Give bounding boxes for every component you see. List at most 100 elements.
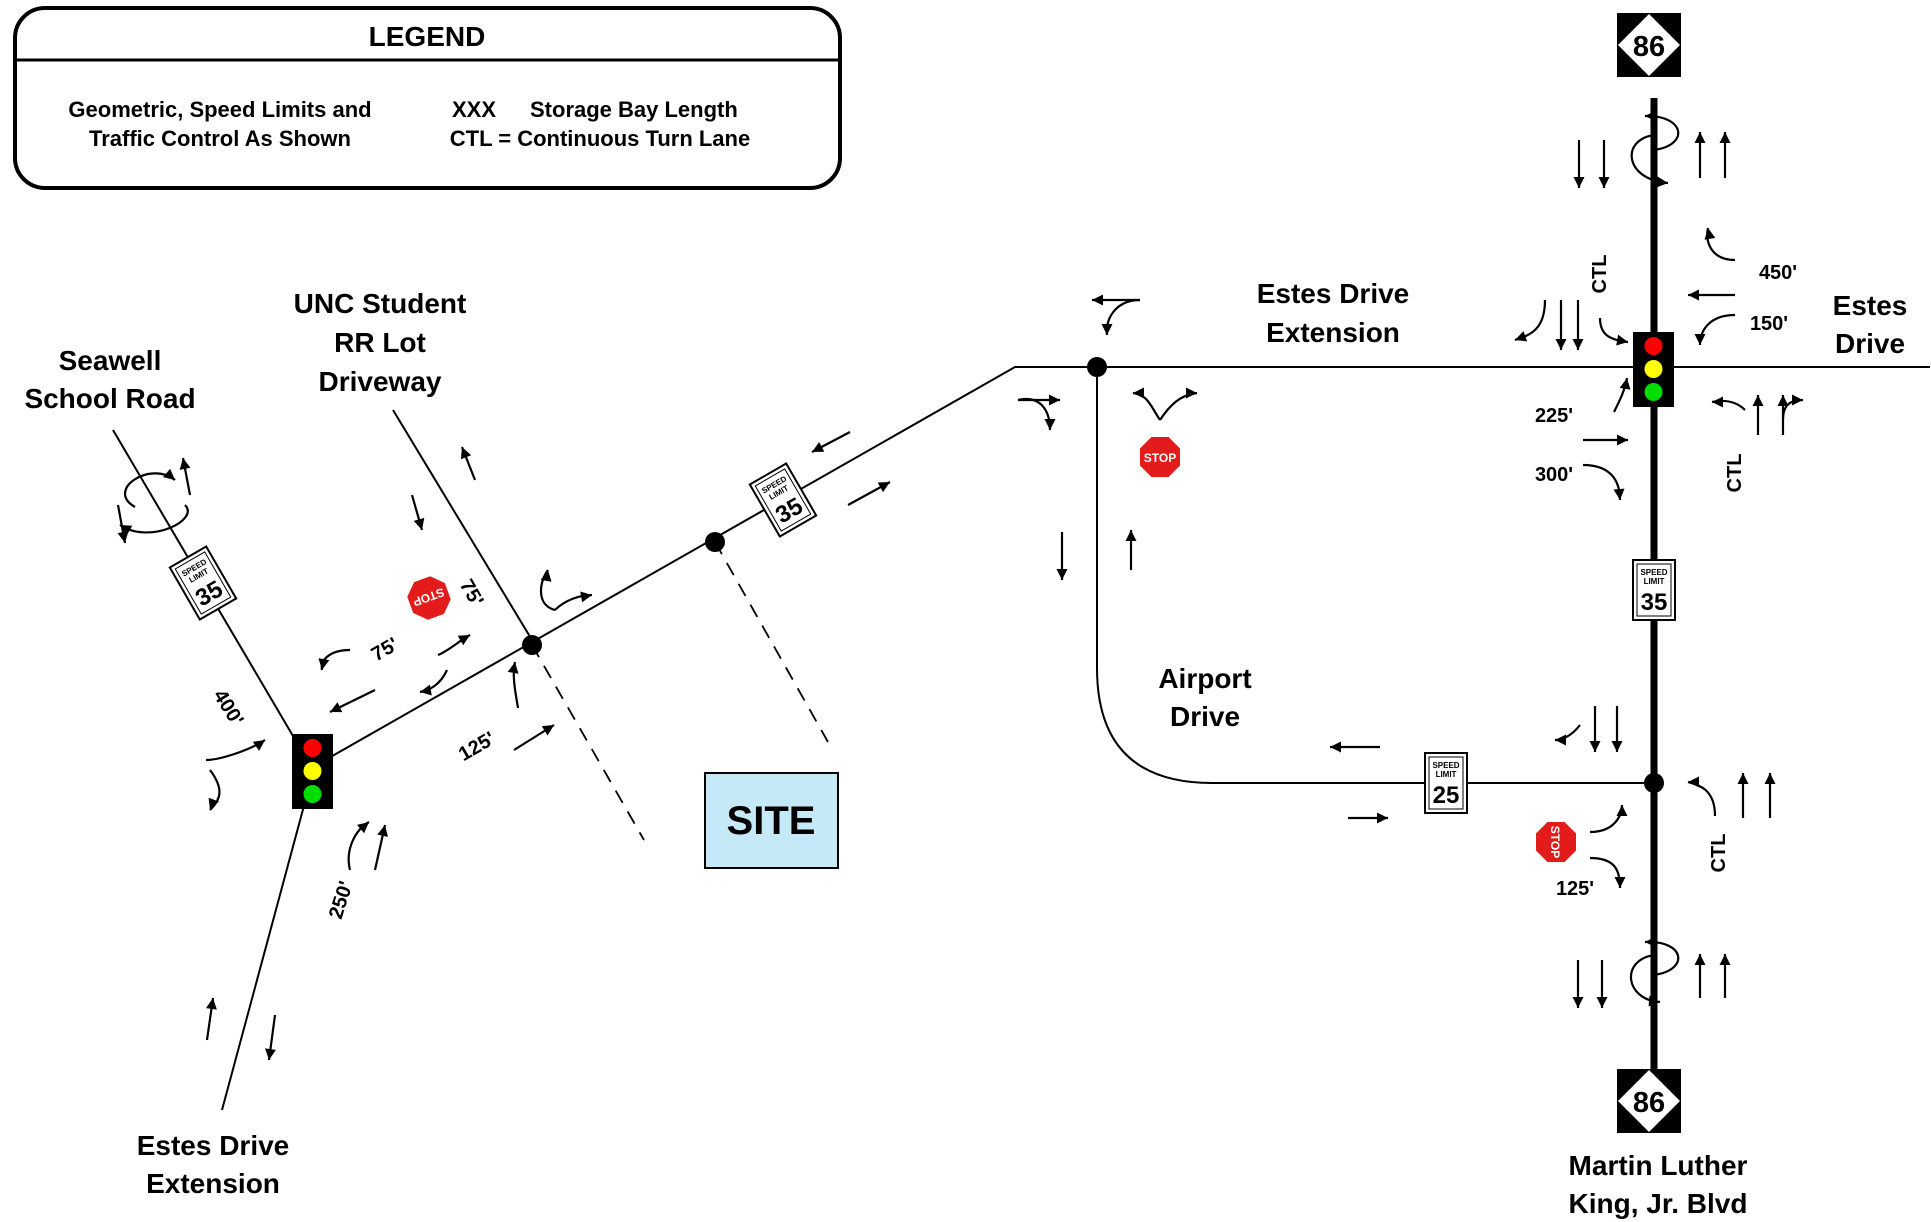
lane-arrow-27 — [1056, 532, 1068, 580]
lane-arrow-6 — [1644, 110, 1680, 152]
lane-arrow-64 — [847, 477, 893, 506]
ctl-mlk-south-of-estes-north: CTL — [1589, 255, 1611, 294]
route-86-shield-south: 86 — [1617, 1069, 1681, 1133]
label-mlk-2: King, Jr. Blvd — [1569, 1188, 1748, 1219]
label-estes-ext-top-2: Extension — [1266, 317, 1400, 348]
speed-sign-mlk-l1: SPEED — [1640, 568, 1667, 577]
lane-arrow-12 — [1513, 299, 1547, 346]
lane-arrow-60 — [554, 589, 593, 611]
speed-sign-airport-value: 25 — [1433, 782, 1460, 809]
lane-arrow-40 — [1596, 960, 1608, 1008]
lane-arrow-48 — [116, 504, 131, 544]
lane-arrow-10 — [1572, 300, 1584, 350]
label-estes-drive-2: Drive — [1835, 328, 1905, 359]
lane-arrow-49 — [205, 735, 269, 762]
speed-sign-airport: SPEED LIMIT 25 — [1424, 752, 1468, 814]
route-86-text-south: 86 — [1633, 1087, 1665, 1119]
lane-arrow-18 — [1613, 377, 1633, 413]
lane-arrow-20 — [1582, 463, 1626, 501]
lane-arrow-51 — [347, 817, 373, 871]
lane-arrow-16 — [1781, 394, 1804, 421]
lane-arrow-30 — [1348, 812, 1388, 824]
speed-sign-airport-l2: LIMIT — [1436, 770, 1457, 779]
lane-arrow-3 — [1694, 132, 1706, 178]
lane-arrow-9 — [1694, 313, 1736, 346]
lane-arrow-8 — [1688, 289, 1735, 301]
estes-drive-extension — [319, 366, 1930, 764]
lane-arrow-38 — [1589, 856, 1626, 889]
lane-arrow-42 — [1719, 954, 1731, 998]
node-unc — [522, 635, 542, 655]
lane-arrow-2 — [1598, 140, 1610, 188]
label-estes-ext-bottom-1: Estes Drive — [137, 1130, 290, 1161]
lane-arrow-36 — [1687, 776, 1717, 817]
lane-arrow-29 — [1330, 741, 1380, 753]
lane-arrow-33 — [1554, 724, 1581, 746]
label-mlk-1: Martin Luther — [1569, 1150, 1748, 1181]
lane-arrow-56 — [456, 444, 477, 481]
label-unc-2: RR Lot — [334, 327, 426, 358]
storage-75-ext: 75' — [368, 634, 402, 667]
traffic-signal-mlk-estes — [1633, 332, 1674, 407]
label-seawell-2: School Road — [24, 383, 195, 414]
speed-sign-mlk-value: 35 — [1641, 589, 1668, 616]
storage-400: 400' — [209, 686, 248, 730]
ctl-labels: CTL CTL CTL — [1589, 255, 1746, 873]
storage-450: 450' — [1759, 262, 1797, 284]
lane-arrow-32 — [1611, 706, 1623, 752]
stop-sign-airport-north: STOP — [1138, 435, 1182, 479]
site-driveway-a — [531, 644, 645, 841]
road-network — [112, 98, 1930, 1111]
lane-arrow-37 — [1589, 804, 1628, 834]
lane-arrow-54 — [316, 648, 351, 671]
lane-arrow-39 — [1572, 960, 1584, 1008]
node-airport-north — [1087, 357, 1107, 377]
storage-150: 150' — [1750, 313, 1788, 335]
lane-arrow-22 — [1092, 294, 1140, 306]
traffic-signal-west — [292, 734, 333, 809]
legend-left-line2: Traffic Control As Shown — [89, 126, 351, 151]
legend-ctl-desc: CTL = Continuous Turn Lane — [450, 126, 750, 151]
storage-125-airport: 125' — [1556, 878, 1594, 900]
lane-arrow-13 — [1598, 317, 1629, 348]
node-site-drive — [705, 532, 725, 552]
lane-arrow-52 — [373, 823, 391, 871]
lane-arrow-44 — [1644, 936, 1680, 977]
label-unc-3: Driveway — [319, 366, 442, 397]
unc-driveway — [392, 409, 533, 641]
route-86-shield-north: 86 — [1617, 13, 1681, 77]
lane-arrow-25 — [1132, 387, 1161, 421]
speed-sign-mlk: SPEED LIMIT 35 — [1632, 559, 1676, 621]
lane-arrow-7 — [1702, 227, 1736, 262]
lane-arrow-55 — [410, 494, 428, 532]
route-86-text-north: 86 — [1633, 31, 1665, 63]
site-driveway-b — [714, 541, 829, 743]
speed-sign-seawell: SPEED LIMIT 35 — [168, 545, 238, 621]
legend-title: LEGEND — [369, 21, 486, 52]
label-seawell-1: Seawell — [59, 345, 162, 376]
lane-arrow-50 — [204, 769, 221, 812]
stop-sign-unc: STOP — [405, 574, 453, 622]
lane-arrow-53 — [327, 689, 376, 717]
speed-sign-estes: SPEED LIMIT 35 — [748, 462, 818, 538]
stop-text-airport-mlk: STOP — [1548, 826, 1562, 858]
airport-drive — [1096, 367, 1654, 784]
stop-text-airport-north: STOP — [1144, 451, 1176, 465]
lane-arrow-58 — [419, 669, 448, 698]
lane-arrow-65 — [205, 997, 219, 1041]
estes-extension-southwest — [221, 801, 306, 1111]
lane-arrow-46 — [117, 504, 189, 536]
lane-arrow-17 — [1711, 396, 1746, 411]
storage-125-ext: 125' — [455, 728, 499, 766]
site-label: SITE — [727, 799, 816, 843]
lane-arrow-43 — [1629, 953, 1661, 1008]
lane-arrow-61 — [507, 661, 521, 709]
speed-sign-mlk-l2: LIMIT — [1644, 577, 1665, 586]
lane-arrow-34 — [1737, 773, 1749, 818]
road-labels: Seawell School Road UNC Student RR Lot D… — [24, 278, 1907, 1219]
site-box: SITE — [704, 772, 839, 869]
lane-arrow-14 — [1752, 395, 1764, 435]
lane-arrow-41 — [1694, 954, 1706, 998]
stop-sign-airport-mlk: STOP — [1534, 820, 1578, 864]
